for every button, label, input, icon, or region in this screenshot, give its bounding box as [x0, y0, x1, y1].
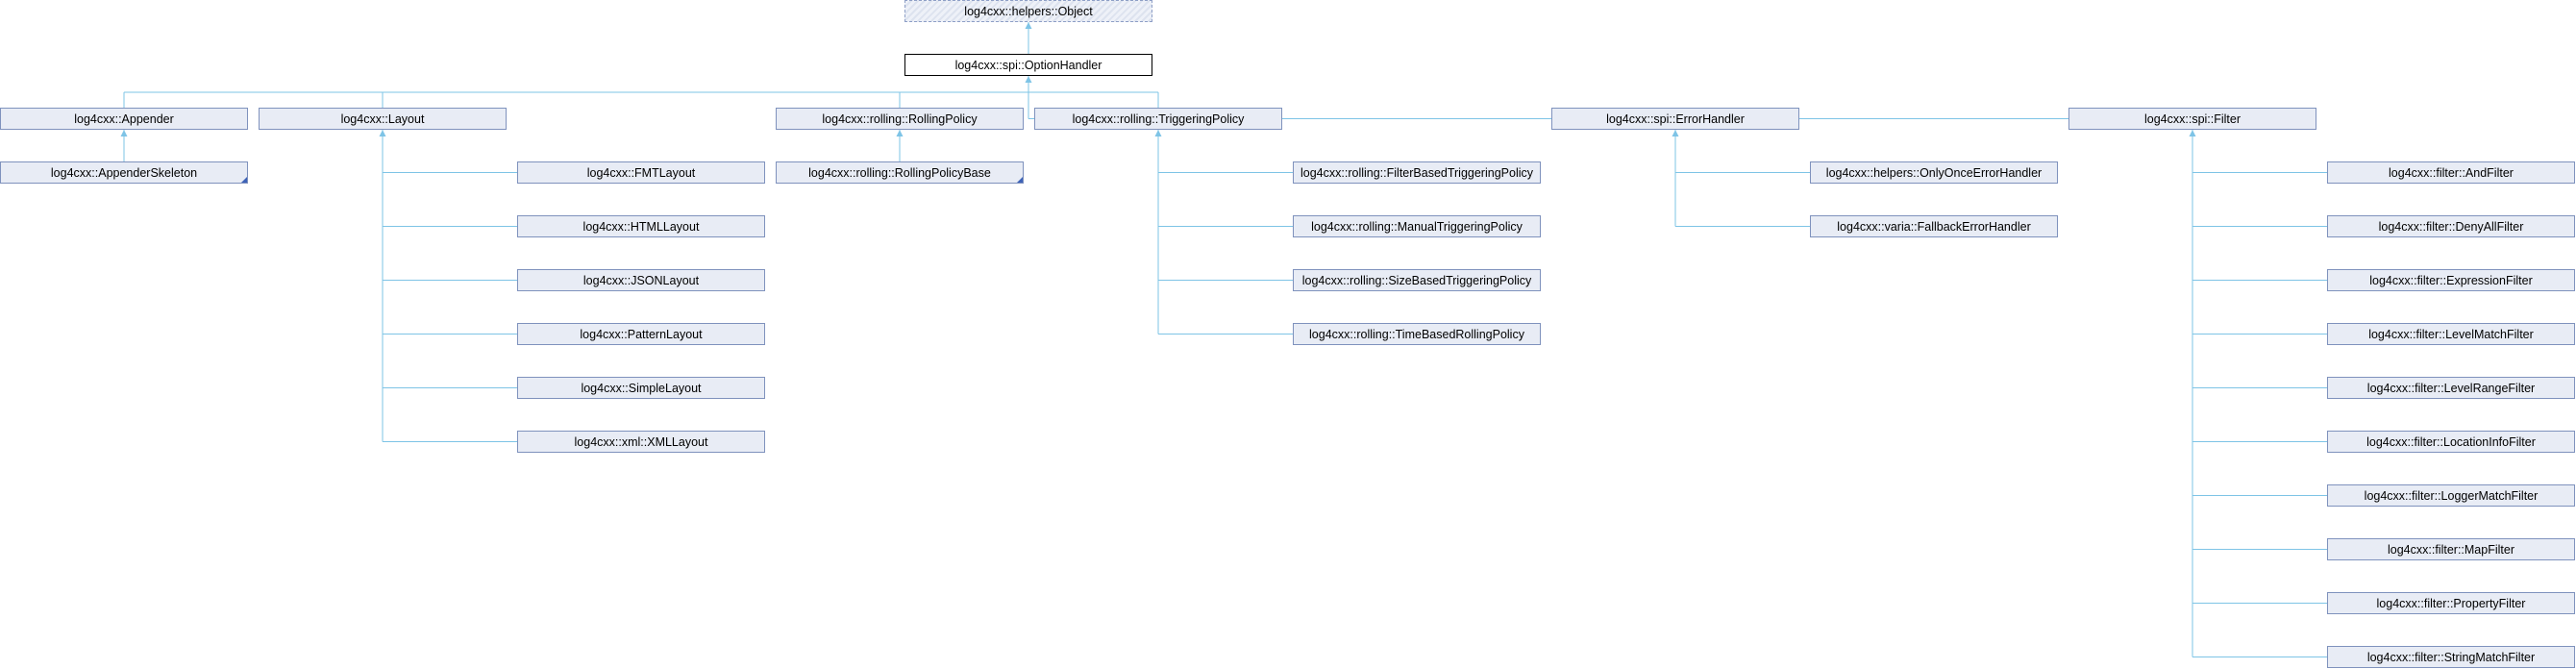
node-onlyonceerrorhandler[interactable]: log4cxx::helpers::OnlyOnceErrorHandler [1810, 161, 2058, 184]
node-label: log4cxx::Appender [74, 112, 174, 126]
node-simplelayout[interactable]: log4cxx::SimpleLayout [517, 377, 765, 399]
node-layout[interactable]: log4cxx::Layout [259, 108, 507, 130]
node-label: log4cxx::spi::Filter [2143, 112, 2242, 126]
node-label: log4cxx::rolling::ManualTriggeringPolicy [1311, 219, 1523, 234]
node-rolling-rollingpolicybase[interactable]: log4cxx::rolling::RollingPolicyBase [776, 161, 1024, 184]
node-filterbasedtriggeringpolicy[interactable]: log4cxx::rolling::FilterBasedTriggeringP… [1293, 161, 1541, 184]
node-label: log4cxx::filter::LevelRangeFilter [2366, 381, 2536, 395]
node-label: log4cxx::filter::MapFilter [2388, 542, 2514, 557]
node-label: log4cxx::helpers::OnlyOnceErrorHandler [1825, 165, 2043, 180]
node-label: log4cxx::filter::PropertyFilter [2376, 596, 2526, 610]
node-label: log4cxx::filter::AndFilter [2389, 165, 2514, 180]
node-filter-levelrangefilter[interactable]: log4cxx::filter::LevelRangeFilter [2327, 377, 2575, 399]
node-label: log4cxx::AppenderSkeleton [50, 165, 198, 180]
node-label: log4cxx::spi::ErrorHandler [1606, 112, 1745, 126]
node-appenderskeleton[interactable]: log4cxx::AppenderSkeleton [0, 161, 248, 184]
inheritance-arrowhead [2189, 130, 2196, 136]
node-label: log4cxx::rolling::TimeBasedRollingPolicy [1309, 327, 1524, 341]
node-patternlayout[interactable]: log4cxx::PatternLayout [517, 323, 765, 345]
node-filter-levelmatchfilter[interactable]: log4cxx::filter::LevelMatchFilter [2327, 323, 2575, 345]
inheritance-arrowhead [1025, 22, 1032, 29]
node-label: log4cxx::Layout [340, 112, 425, 126]
node-spi-filter[interactable]: log4cxx::spi::Filter [2068, 108, 2316, 130]
node-jsonlayout[interactable]: log4cxx::JSONLayout [517, 269, 765, 291]
node-label: log4cxx::filter::LoggerMatchFilter [2364, 488, 2539, 503]
node-rolling-triggeringpolicy[interactable]: log4cxx::rolling::TriggeringPolicy [1034, 108, 1282, 130]
truncated-marker-icon [1017, 177, 1023, 183]
node-label: log4cxx::rolling::FilterBasedTriggeringP… [1300, 165, 1533, 180]
node-label: log4cxx::varia::FallbackErrorHandler [1837, 219, 2031, 234]
node-label: log4cxx::filter::ExpressionFilter [2369, 273, 2533, 287]
inheritance-arrowhead [1154, 130, 1162, 136]
node-label: log4cxx::filter::LocationInfoFilter [2366, 434, 2536, 449]
node-sizebasedtriggeringpolicy[interactable]: log4cxx::rolling::SizeBasedTriggeringPol… [1293, 269, 1541, 291]
node-spi-errorhandler[interactable]: log4cxx::spi::ErrorHandler [1551, 108, 1799, 130]
node-appender[interactable]: log4cxx::Appender [0, 108, 248, 130]
node-label: log4cxx::FMTLayout [586, 165, 696, 180]
node-spi-optionhandler[interactable]: log4cxx::spi::OptionHandler [904, 54, 1152, 76]
node-filter-denyallfilter[interactable]: log4cxx::filter::DenyAllFilter [2327, 215, 2575, 237]
node-label: log4cxx::xml::XMLLayout [574, 434, 708, 449]
node-xml-xmllayout[interactable]: log4cxx::xml::XMLLayout [517, 431, 765, 453]
node-label: log4cxx::PatternLayout [580, 327, 703, 341]
inheritance-arrowhead [379, 130, 386, 136]
node-filter-expressionfilter[interactable]: log4cxx::filter::ExpressionFilter [2327, 269, 2575, 291]
node-htmllayout[interactable]: log4cxx::HTMLLayout [517, 215, 765, 237]
inheritance-arrowhead [896, 130, 904, 136]
node-label: log4cxx::rolling::SizeBasedTriggeringPol… [1301, 273, 1532, 287]
node-label: log4cxx::filter::DenyAllFilter [2378, 219, 2524, 234]
truncated-marker-icon [241, 177, 247, 183]
inheritance-arrowhead [1672, 130, 1679, 136]
node-timebasedrollingpolicy[interactable]: log4cxx::rolling::TimeBasedRollingPolicy [1293, 323, 1541, 345]
node-label: log4cxx::HTMLLayout [582, 219, 700, 234]
node-fmtlayout[interactable]: log4cxx::FMTLayout [517, 161, 765, 184]
node-label: log4cxx::rolling::TriggeringPolicy [1072, 112, 1245, 126]
node-filter-locationinfofilter[interactable]: log4cxx::filter::LocationInfoFilter [2327, 431, 2575, 453]
node-label: log4cxx::filter::LevelMatchFilter [2368, 327, 2534, 341]
node-label: log4cxx::filter::StringMatchFilter [2366, 650, 2536, 664]
node-label: log4cxx::helpers::Object [964, 4, 1093, 18]
node-rolling-rollingpolicy[interactable]: log4cxx::rolling::RollingPolicy [776, 108, 1024, 130]
node-filter-mapfilter[interactable]: log4cxx::filter::MapFilter [2327, 538, 2575, 560]
node-manualtriggeringpolicy[interactable]: log4cxx::rolling::ManualTriggeringPolicy [1293, 215, 1541, 237]
node-filter-stringmatchfilter[interactable]: log4cxx::filter::StringMatchFilter [2327, 646, 2575, 668]
node-fallbackerrorhandler[interactable]: log4cxx::varia::FallbackErrorHandler [1810, 215, 2058, 237]
node-label: log4cxx::spi::OptionHandler [954, 58, 1102, 72]
node-label: log4cxx::JSONLayout [582, 273, 700, 287]
inheritance-arrowhead [120, 130, 128, 136]
node-label: log4cxx::SimpleLayout [581, 381, 702, 395]
node-filter-propertyfilter[interactable]: log4cxx::filter::PropertyFilter [2327, 592, 2575, 614]
node-label: log4cxx::rolling::RollingPolicyBase [808, 165, 991, 180]
node-filter-andfilter[interactable]: log4cxx::filter::AndFilter [2327, 161, 2575, 184]
node-helpers-object[interactable]: log4cxx::helpers::Object [904, 0, 1152, 22]
node-filter-loggermatchfilter[interactable]: log4cxx::filter::LoggerMatchFilter [2327, 484, 2575, 507]
node-label: log4cxx::rolling::RollingPolicy [822, 112, 978, 126]
